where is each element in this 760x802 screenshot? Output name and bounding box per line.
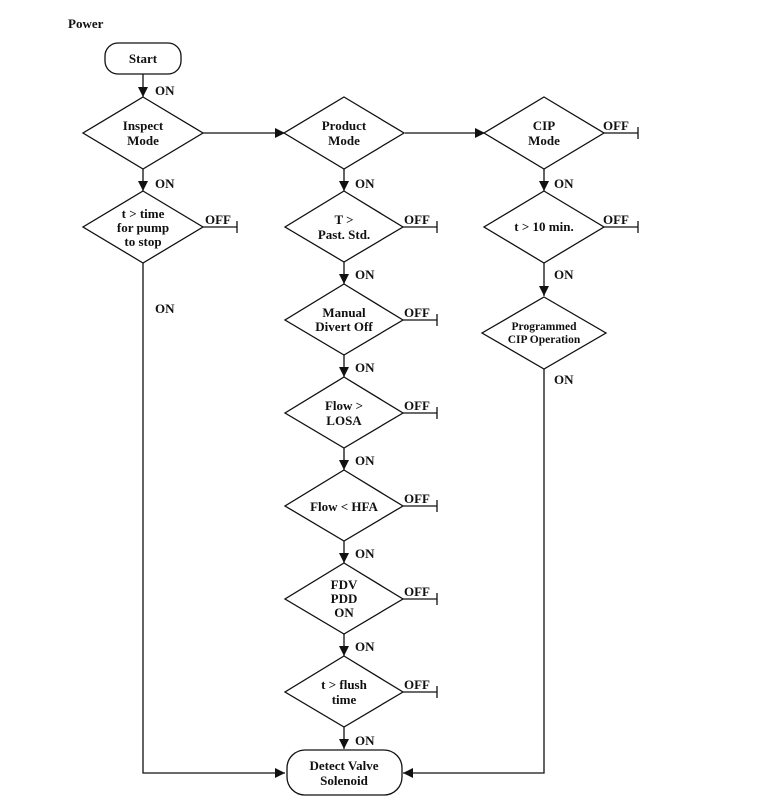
node-programmed-cip-line2: CIP Operation: [508, 334, 581, 346]
on-label-fdv: ON: [355, 639, 375, 654]
node-flow-losa-line1: Flow >: [325, 398, 363, 413]
node-product-mode: Product Mode: [282, 96, 406, 170]
node-pump-stop-line2: for pump: [117, 220, 169, 235]
node-flow-hfa: Flow < HFA: [283, 469, 405, 542]
on-label-manual: ON: [355, 360, 375, 375]
node-cip-time: t > 10 min.: [482, 190, 606, 264]
node-fdv-pdd-line2: PDD: [331, 591, 358, 606]
on-label-cip-time: ON: [554, 267, 574, 282]
node-manual-divert-line2: Divert Off: [315, 319, 373, 334]
node-flush-time-line1: t > flush: [321, 677, 367, 692]
node-start: Start: [104, 42, 182, 75]
node-pump-stop-line3: to stop: [124, 234, 161, 249]
on-label-pump: ON: [155, 301, 175, 316]
node-programmed-cip-line1: Programmed: [512, 321, 578, 333]
node-cip-mode-line2: Mode: [528, 133, 560, 148]
edge-programmed-detect: [403, 369, 545, 778]
node-pump-stop: t > time for pump to stop: [81, 190, 205, 264]
on-label-losa: ON: [355, 453, 375, 468]
off-label-losa: OFF: [404, 398, 430, 413]
node-inspect-mode: Inspect Mode: [81, 96, 205, 170]
node-detect-valve-line1: Detect Valve: [310, 758, 379, 773]
connectors: [138, 74, 639, 778]
on-label-hfa: ON: [355, 546, 375, 561]
node-detect-valve: Detect Valve Solenoid: [286, 749, 403, 796]
edge-pump-detect: [142, 263, 285, 778]
off-label-cip-time: OFF: [603, 212, 629, 227]
node-programmed-cip: Programmed CIP Operation: [480, 296, 608, 370]
on-label-programmed: ON: [554, 372, 574, 387]
node-fdv-pdd: FDV PDD ON: [283, 562, 405, 635]
off-label-fdv: OFF: [404, 584, 430, 599]
on-label-inspect: ON: [155, 176, 175, 191]
on-label-paststd: ON: [355, 267, 375, 282]
off-label-paststd: OFF: [404, 212, 430, 227]
node-inspect-mode-line2: Mode: [127, 133, 159, 148]
node-pump-stop-line1: t > time: [122, 206, 165, 221]
node-detect-valve-line2: Solenoid: [320, 773, 368, 788]
node-cip-time-line1: t > 10 min.: [514, 219, 573, 234]
node-flush-time: t > flush time: [283, 655, 405, 728]
node-cip-mode: CIP Mode: [482, 96, 606, 170]
node-manual-divert: Manual Divert Off: [283, 283, 405, 356]
edge-labels: ON ON ON ON ON ON ON ON ON ON ON ON ON O…: [155, 83, 629, 748]
power-title: Power: [68, 16, 104, 31]
off-label-manual: OFF: [404, 305, 430, 320]
node-past-std-line2: Past. Std.: [318, 227, 370, 242]
on-label-product: ON: [355, 176, 375, 191]
on-label-flush: ON: [355, 733, 375, 748]
off-label-hfa: OFF: [404, 491, 430, 506]
node-flush-time-line2: time: [332, 692, 357, 707]
node-past-std: T > Past. Std.: [283, 190, 405, 263]
node-flow-hfa-line1: Flow < HFA: [310, 499, 378, 514]
node-manual-divert-line1: Manual: [322, 305, 366, 320]
node-fdv-pdd-line3: ON: [334, 605, 354, 620]
node-flow-losa-line2: LOSA: [326, 413, 362, 428]
off-label-cip-mode: OFF: [603, 118, 629, 133]
node-flow-losa: Flow > LOSA: [283, 376, 405, 449]
node-cip-mode-line1: CIP: [533, 118, 555, 133]
node-fdv-pdd-line1: FDV: [331, 577, 358, 592]
node-product-mode-line1: Product: [322, 118, 367, 133]
node-past-std-line1: T >: [334, 212, 353, 227]
node-product-mode-line2: Mode: [328, 133, 360, 148]
off-label-flush: OFF: [404, 677, 430, 692]
node-inspect-mode-line1: Inspect: [123, 118, 164, 133]
node-start-label: Start: [129, 51, 158, 66]
on-label-start: ON: [155, 83, 175, 98]
off-label-pump: OFF: [205, 212, 231, 227]
on-label-cip-mode: ON: [554, 176, 574, 191]
